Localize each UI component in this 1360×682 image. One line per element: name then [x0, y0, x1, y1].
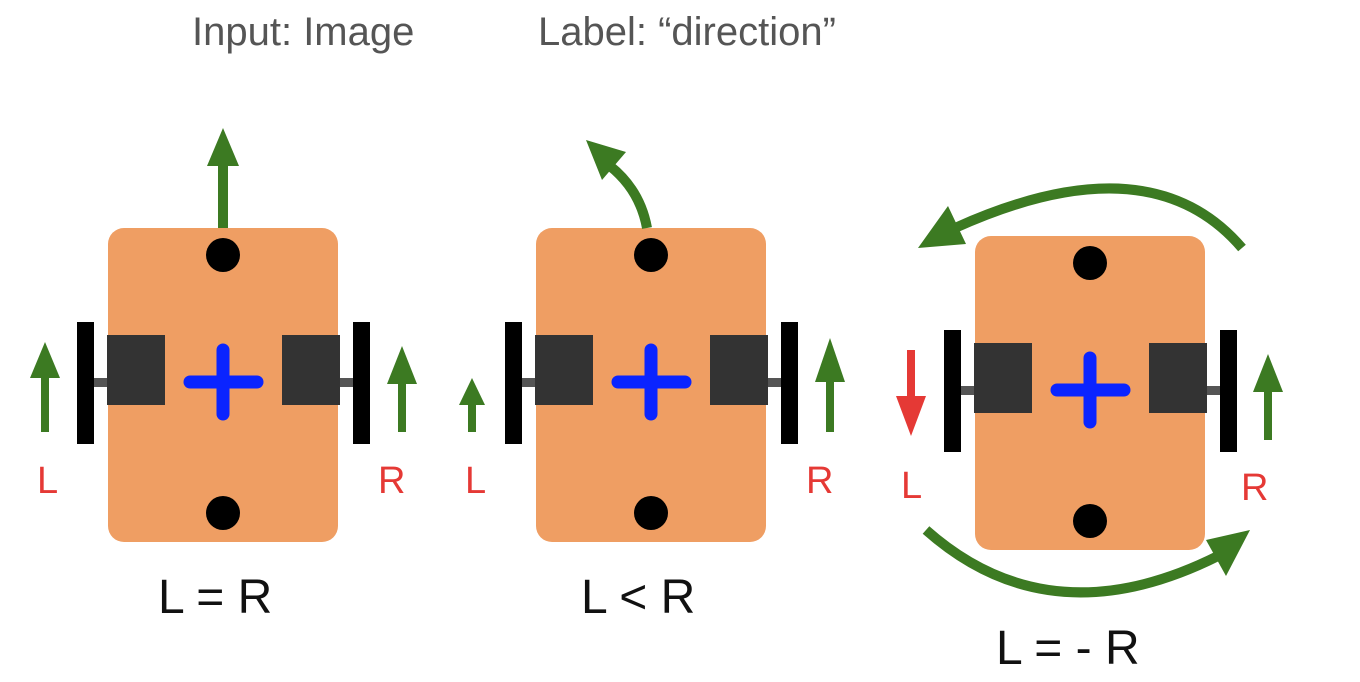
right-wheel: [353, 322, 370, 444]
input-header: Input: Image: [192, 10, 415, 54]
center-cross: [611, 343, 692, 421]
right-wheel-label: R: [806, 460, 833, 502]
right-wheel-label: R: [378, 460, 405, 502]
right-wheel-arrow: [815, 338, 845, 432]
left-motor: [974, 343, 1032, 413]
robot-straight: L R L = R: [30, 128, 417, 624]
left-wheel-arrow: [30, 342, 60, 432]
right-axle: [768, 378, 781, 387]
left-wheel: [77, 322, 94, 444]
right-motor: [282, 335, 340, 405]
robot-rotate: L R L = - R: [896, 183, 1283, 675]
equation-label: L = - R: [996, 622, 1140, 675]
caster-rear: [206, 496, 240, 530]
caster-front: [1073, 246, 1107, 280]
right-wheel: [1220, 330, 1237, 452]
caster-front: [634, 238, 668, 272]
right-wheel: [781, 322, 798, 444]
left-wheel-label: L: [465, 460, 486, 502]
left-wheel: [505, 322, 522, 444]
left-wheel-arrow: [459, 378, 485, 432]
rotation-arc-top: [918, 183, 1246, 252]
forward-arrow: [207, 128, 239, 228]
caster-rear: [634, 496, 668, 530]
left-axle: [961, 386, 974, 395]
left-motor: [107, 335, 165, 405]
left-axle: [94, 378, 107, 387]
left-wheel-reverse-arrow: [896, 350, 926, 436]
left-motor: [535, 335, 593, 405]
right-wheel-label: R: [1241, 467, 1268, 509]
equation-label: L < R: [581, 571, 695, 624]
center-cross: [1050, 351, 1131, 429]
right-axle: [340, 378, 353, 387]
right-wheel-arrow: [1253, 354, 1283, 440]
label-header: Label: “direction”: [538, 10, 836, 54]
right-motor: [1149, 343, 1207, 413]
right-motor: [710, 335, 768, 405]
caster-front: [206, 238, 240, 272]
left-wheel-label: L: [901, 465, 922, 507]
right-axle: [1207, 386, 1220, 395]
equation-label: L = R: [158, 571, 272, 624]
center-cross: [183, 343, 264, 421]
caster-rear: [1073, 504, 1107, 538]
left-wheel: [944, 330, 961, 452]
left-wheel-label: L: [37, 460, 58, 502]
rotation-arc-bottom: [922, 526, 1250, 598]
robot-curve: L R L < R: [459, 140, 845, 624]
right-wheel-arrow: [387, 346, 417, 432]
left-axle: [522, 378, 535, 387]
curve-left-arrow: [586, 140, 652, 230]
